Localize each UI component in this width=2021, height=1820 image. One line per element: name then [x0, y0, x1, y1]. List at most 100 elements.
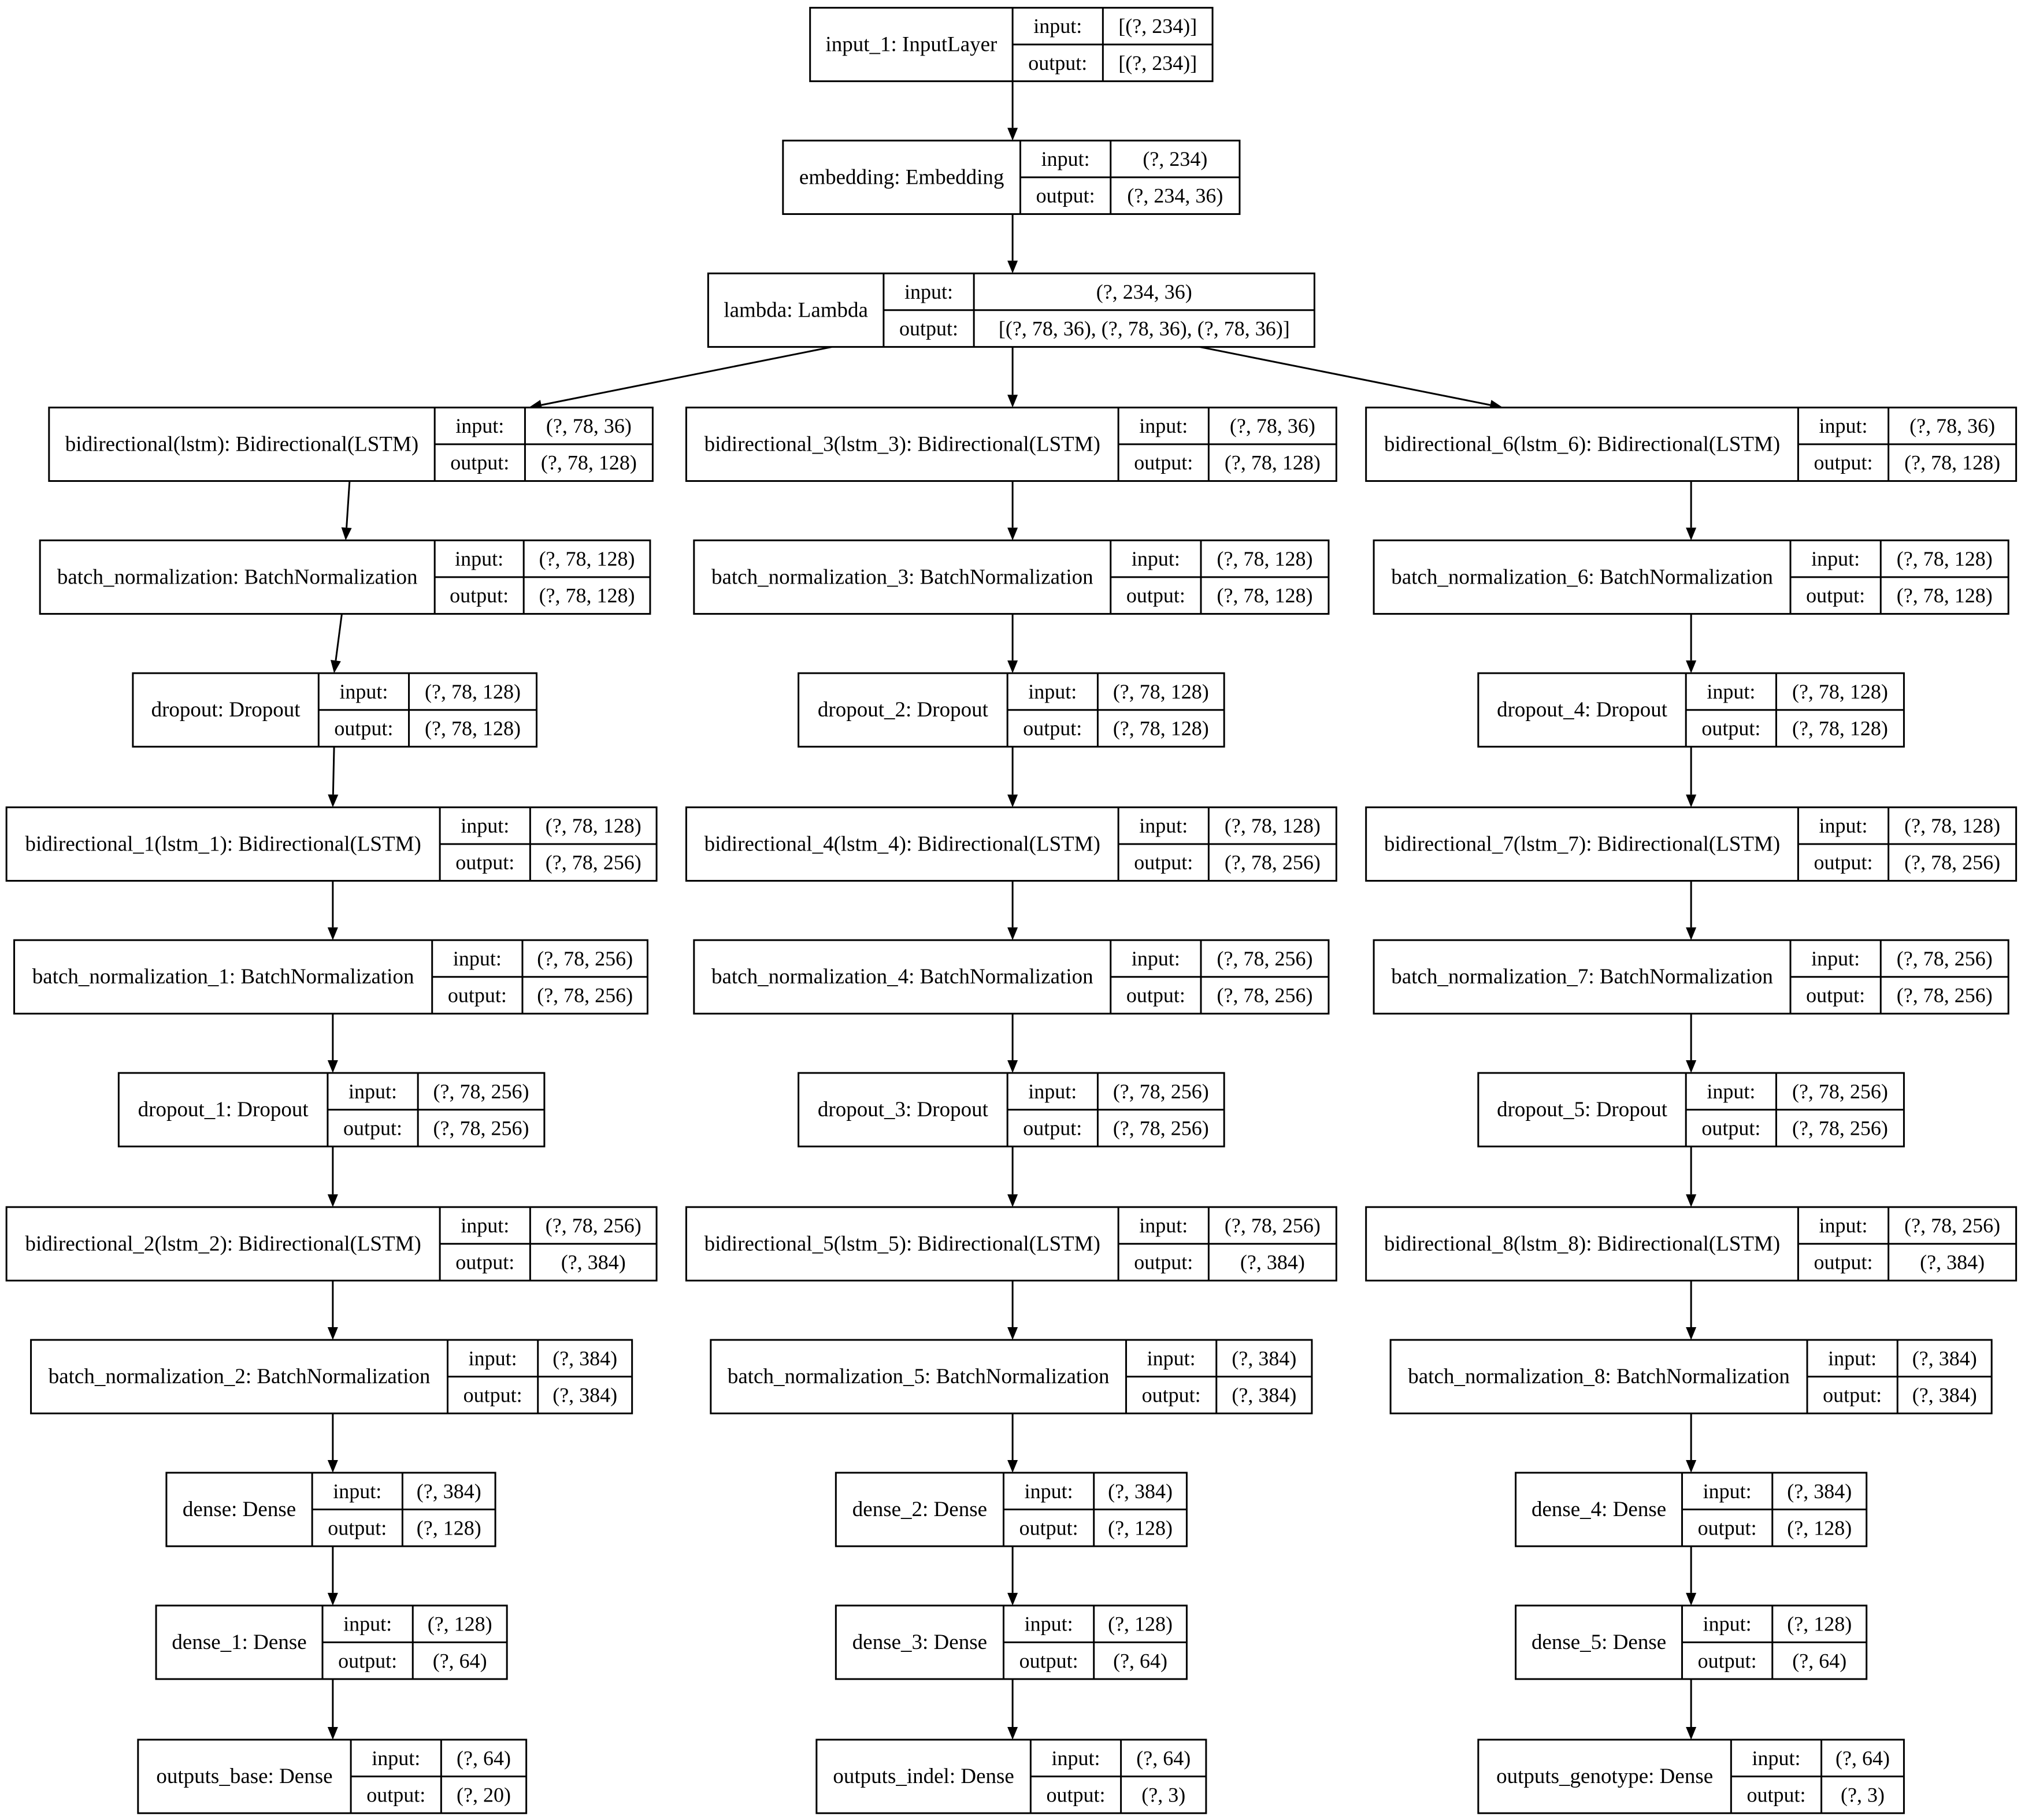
layer-name: dense_4: Dense: [1531, 1498, 1666, 1521]
input-label: input:: [461, 1214, 509, 1237]
output-label: output:: [328, 1516, 387, 1539]
output-label: output:: [1698, 1516, 1757, 1539]
input-shape: [(?, 234)]: [1118, 14, 1197, 38]
arrowhead: [327, 927, 338, 941]
layer-node-batch-normalization-5: batch_normalization_5: BatchNormalizatio…: [710, 1339, 1313, 1414]
output-label: output:: [366, 1783, 425, 1806]
output-label: output:: [334, 717, 393, 740]
output-shape: (?, 78, 256): [546, 851, 641, 874]
layer-node-bidirectional-2: bidirectional_2(lstm_2): Bidirectional(L…: [5, 1206, 658, 1282]
input-label: input:: [1819, 1214, 1868, 1237]
input-label: input:: [1132, 947, 1180, 970]
output-label: output:: [450, 451, 509, 474]
layer-name: dense: Dense: [183, 1498, 296, 1521]
output-label: output:: [448, 984, 507, 1007]
output-shape: (?, 384): [1912, 1383, 1977, 1406]
input-label: input:: [1752, 1747, 1800, 1770]
input-shape: (?, 64): [1136, 1747, 1191, 1770]
input-label: input:: [1811, 947, 1860, 970]
input-label: input:: [1139, 814, 1188, 837]
layer-node-bidirectional-4: bidirectional_4(lstm_4): Bidirectional(L…: [685, 806, 1337, 882]
input-shape: (?, 234): [1143, 147, 1207, 170]
arrowhead: [1007, 261, 1018, 274]
output-label: output:: [1814, 1251, 1873, 1274]
arrowhead: [1007, 927, 1018, 941]
layer-node-batch-normalization-2: batch_normalization_2: BatchNormalizatio…: [30, 1339, 633, 1414]
input-label: input:: [1051, 1747, 1100, 1770]
layer-name: bidirectional_4(lstm_4): Bidirectional(L…: [704, 832, 1100, 856]
output-shape: [(?, 234)]: [1118, 51, 1197, 75]
output-label: output:: [1746, 1783, 1805, 1806]
input-shape: (?, 78, 128): [1792, 680, 1888, 703]
output-shape: (?, 128): [1787, 1516, 1852, 1539]
edge-batch-normalization-1-to-dropout-1: [327, 1013, 338, 1074]
layer-name: batch_normalization_2: BatchNormalizatio…: [49, 1365, 431, 1388]
layer-node-bidirectional-8: bidirectional_8(lstm_8): Bidirectional(L…: [1365, 1206, 2018, 1282]
output-label: output:: [1023, 1116, 1082, 1139]
output-label: output:: [1806, 984, 1865, 1007]
edge-line: [346, 481, 351, 528]
arrowhead: [327, 1726, 338, 1740]
edge-dense-to-dense-1: [327, 1546, 338, 1606]
arrowhead: [1007, 1327, 1018, 1340]
arrowhead: [1686, 1726, 1697, 1740]
input-label: input:: [1025, 1480, 1073, 1503]
arrowhead: [327, 1592, 338, 1606]
output-shape: (?, 78, 256): [1904, 851, 2000, 874]
input-shape: (?, 78, 128): [1897, 547, 1993, 570]
output-shape: [(?, 78, 36), (?, 78, 36), (?, 78, 36)]: [999, 317, 1290, 340]
layer-node-batch-normalization-8: batch_normalization_8: BatchNormalizatio…: [1389, 1339, 1993, 1414]
layer-name: dropout_5: Dropout: [1497, 1098, 1668, 1121]
output-shape: (?, 78, 256): [433, 1116, 529, 1139]
input-shape: (?, 78, 128): [1225, 814, 1321, 837]
input-label: input:: [1707, 680, 1755, 703]
input-shape: (?, 64): [457, 1747, 511, 1770]
input-label: input:: [343, 1613, 392, 1636]
edge-dropout-2-to-bidirectional-4: [1007, 746, 1018, 808]
edge-line: [332, 746, 335, 795]
output-shape: (?, 78, 128): [1792, 717, 1888, 740]
layer-name: bidirectional_6(lstm_6): Bidirectional(L…: [1384, 432, 1780, 456]
input-shape: (?, 78, 256): [1904, 1214, 2000, 1237]
output-shape: (?, 78, 128): [1897, 584, 1993, 607]
edge-dropout-5-to-bidirectional-8: [1686, 1146, 1697, 1208]
edge-dense-4-to-dense-5: [1686, 1546, 1697, 1606]
output-shape: (?, 78, 128): [425, 717, 521, 740]
input-label: input:: [1139, 1214, 1188, 1237]
output-label: output:: [455, 1251, 514, 1274]
output-label: output:: [1701, 717, 1760, 740]
layer-name: batch_normalization_1: BatchNormalizatio…: [32, 965, 414, 989]
layer-name: outputs_base: Dense: [156, 1765, 332, 1788]
input-label: input:: [1703, 1480, 1752, 1503]
output-label: output:: [1036, 184, 1095, 207]
input-label: input:: [1819, 414, 1868, 437]
layer-name: bidirectional_1(lstm_1): Bidirectional(L…: [25, 832, 421, 856]
edge-dropout-4-to-bidirectional-7: [1686, 746, 1697, 808]
edge-dropout-1-to-bidirectional-2: [327, 1146, 338, 1208]
output-shape: (?, 78, 128): [539, 584, 635, 607]
edge-batch-normalization-7-to-dropout-5: [1686, 1013, 1697, 1074]
input-shape: (?, 128): [1108, 1613, 1173, 1636]
input-label: input:: [469, 1347, 517, 1370]
arrowhead: [327, 1459, 338, 1473]
input-shape: (?, 78, 128): [1904, 814, 2000, 837]
node-box: [685, 806, 1337, 882]
input-shape: (?, 78, 256): [433, 1080, 529, 1103]
output-label: output:: [1019, 1649, 1078, 1672]
output-shape: (?, 64): [1113, 1649, 1167, 1672]
layer-name: bidirectional_7(lstm_7): Bidirectional(L…: [1384, 832, 1780, 856]
edge-bidirectional-3-to-batch-normalization-3: [1007, 481, 1018, 541]
edge-batch-normalization-5-to-dense-2: [1007, 1413, 1018, 1473]
input-label: input:: [1132, 547, 1180, 570]
output-label: output:: [1134, 451, 1193, 474]
layer-name: bidirectional_3(lstm_3): Bidirectional(L…: [704, 432, 1100, 456]
